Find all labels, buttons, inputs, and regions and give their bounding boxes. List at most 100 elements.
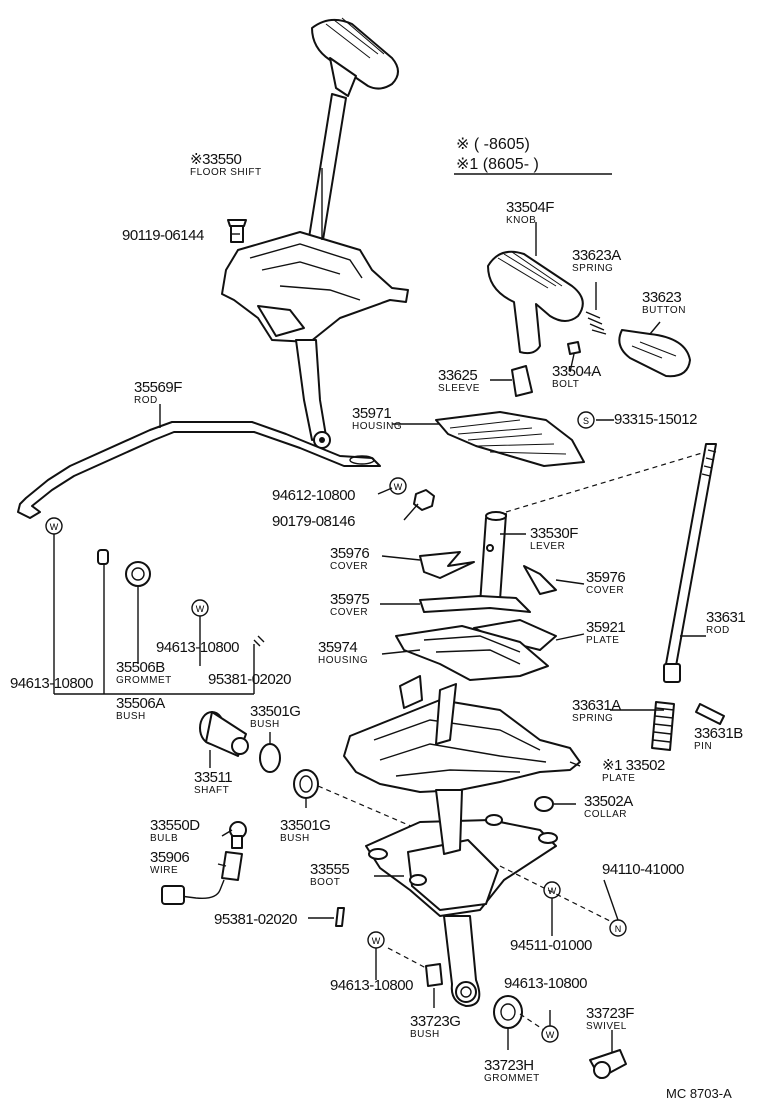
part-label-94612: 94612-10800	[272, 488, 355, 503]
part-name: BULB	[150, 833, 179, 844]
part-name: SPRING	[572, 263, 614, 274]
part-number: 35975	[330, 591, 370, 608]
part-name: PIN	[694, 741, 713, 752]
legend-row-1: ※ ( -8605)	[456, 134, 530, 154]
part-name: GROMMET	[484, 1073, 540, 1084]
part-name: SHAFT	[194, 785, 230, 796]
part-number: 90119-06144	[122, 227, 204, 244]
part-number: 35976	[330, 545, 370, 562]
part-label-95381b: 95381-02020	[214, 912, 297, 927]
reference-code: MC 8703-A	[666, 1086, 732, 1101]
part-number: 33504F	[506, 199, 554, 216]
shaft-33511	[199, 711, 249, 757]
svg-text:W: W	[372, 936, 381, 946]
legend-text-2: (8605- )	[482, 156, 539, 173]
part-name: SPRING	[572, 713, 614, 724]
part-label-94613b: 94613-10800	[10, 676, 93, 691]
part-number: 33511	[194, 769, 233, 786]
part-name: BUSH	[410, 1029, 440, 1040]
part-label-94110: 94110-41000	[602, 862, 684, 877]
part-number: 33504A	[552, 363, 601, 380]
floor-shift-assembly	[221, 17, 409, 449]
part-name: GROMMET	[116, 675, 172, 686]
svg-text:W: W	[548, 886, 557, 896]
part-number: 93315-15012	[614, 411, 697, 428]
part-number: ※33550	[190, 151, 242, 168]
part-number: 33723H	[484, 1057, 534, 1074]
part-name: BUSH	[250, 719, 280, 730]
part-number: 35976	[586, 569, 626, 586]
part-label-94613a: 94613-10800	[156, 640, 239, 655]
part-number: 33501G	[250, 703, 301, 720]
part-number: 35506A	[116, 695, 165, 712]
part-name: HOUSING	[318, 655, 369, 666]
part-name: COLLAR	[584, 809, 628, 820]
part-number: 94612-10800	[272, 487, 355, 504]
part-number: ※1 33502	[602, 757, 665, 774]
part-name: LEVER	[530, 541, 566, 552]
svg-text:W: W	[394, 482, 403, 492]
part-label-94613d: 94613-10800	[504, 976, 587, 991]
legend-text-1: ( -8605)	[473, 136, 530, 153]
bulb-wire	[161, 821, 247, 905]
part-number: 94511-01000	[510, 937, 592, 954]
nut-90179	[413, 489, 435, 511]
part-number: 33631B	[694, 725, 743, 742]
part-number: 33623	[642, 289, 682, 306]
part-label-90179: 90179-08146	[272, 514, 355, 529]
svg-text:W: W	[50, 522, 59, 532]
part-name: BUSH	[116, 711, 146, 722]
part-number: 33550D	[150, 817, 200, 834]
svg-text:W: W	[546, 1030, 555, 1040]
part-label-90119: 90119-06144	[122, 228, 204, 243]
svg-text:N: N	[615, 924, 622, 934]
part-name: PLATE	[586, 635, 620, 646]
part-number: 33631A	[572, 697, 621, 714]
part-name: SLEEVE	[438, 383, 480, 394]
part-name: FLOOR SHIFT	[190, 167, 262, 178]
part-number: 35569F	[134, 379, 182, 396]
part-number: 33530F	[530, 525, 578, 542]
part-number: 35921	[586, 619, 626, 636]
legend-mark-1: ※	[456, 136, 470, 153]
svg-text:S: S	[583, 416, 589, 426]
plate-33502	[343, 675, 581, 793]
rod-35569f	[17, 421, 381, 519]
part-number: 94613-10800	[330, 977, 413, 994]
part-label-94613c: 94613-10800	[330, 978, 413, 993]
legend-mark-2: ※1	[456, 156, 479, 173]
lever-33530f	[479, 511, 507, 605]
rod-33631	[663, 443, 717, 683]
part-number: 95381-02020	[214, 911, 297, 928]
part-name: BOOT	[310, 877, 341, 888]
part-number: 33555	[310, 861, 350, 878]
part-number: 33625	[438, 367, 478, 384]
part-number: 33502A	[584, 793, 633, 810]
part-number: 90179-08146	[272, 513, 355, 530]
part-name: PLATE	[602, 773, 636, 784]
part-name: KNOB	[506, 215, 537, 226]
part-name: COVER	[330, 607, 369, 618]
part-number: 35971	[352, 405, 392, 422]
